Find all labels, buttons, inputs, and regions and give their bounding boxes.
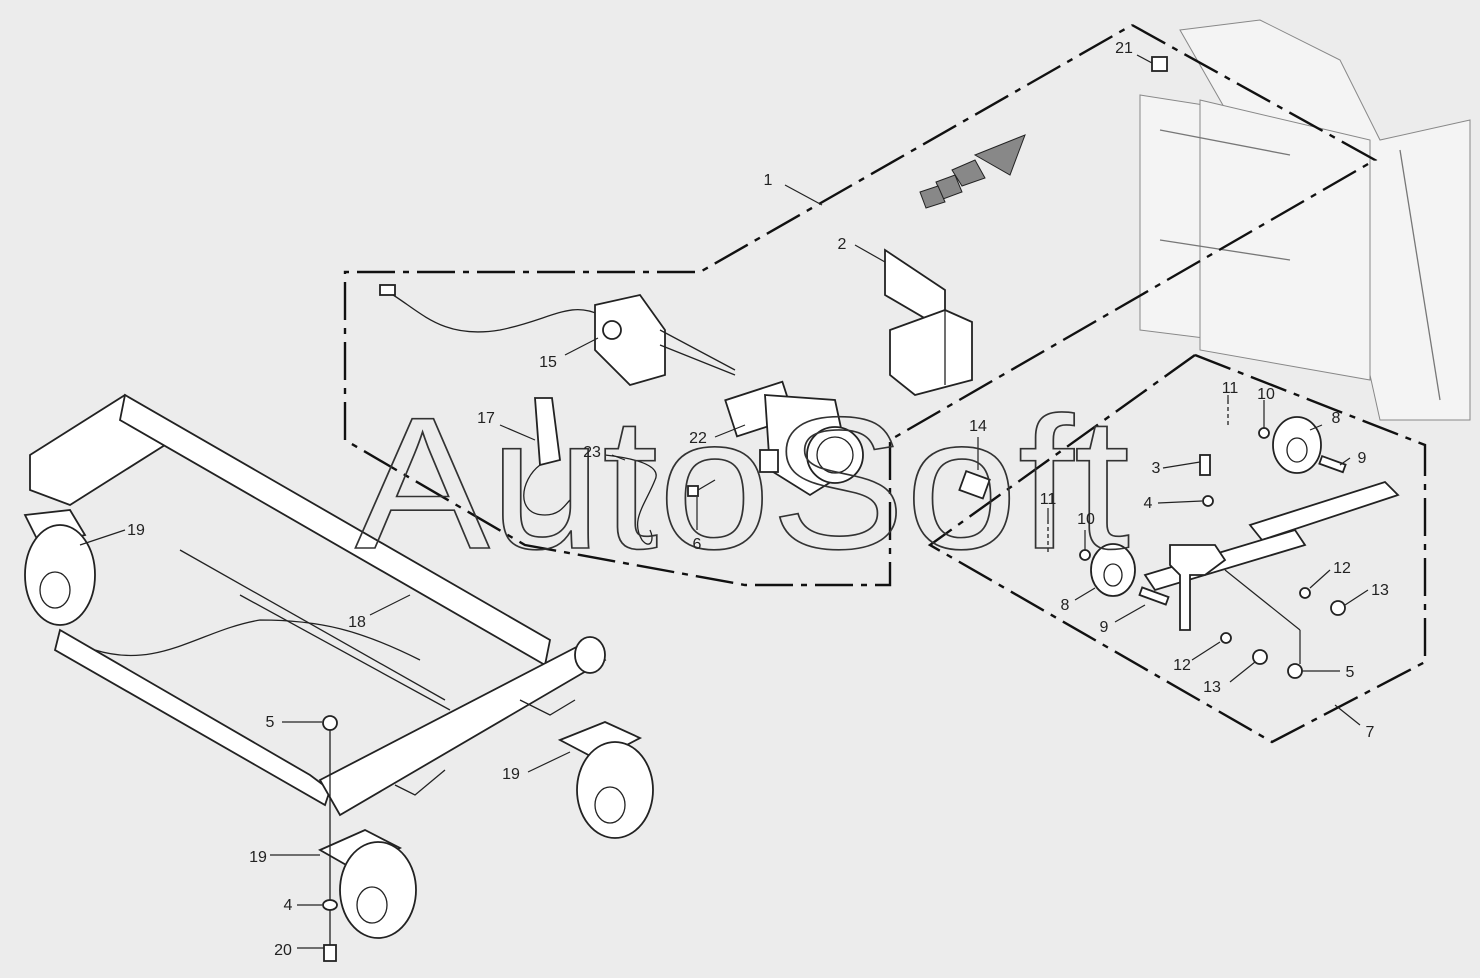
callout-label: 22 [689, 430, 707, 447]
callout-label: 6 [693, 536, 702, 553]
callout-label: 14 [969, 418, 987, 435]
callout-label: 10 [1077, 511, 1095, 528]
machine-frame-background [1139, 19, 1471, 421]
part-21-block [1151, 56, 1168, 72]
callout-label: 19 [502, 766, 520, 783]
part-14-switch [958, 470, 991, 500]
callout-labels: 1 2 3 4 4 5 5 6 7 8 8 9 9 10 10 11 11 12… [127, 40, 1389, 959]
part-18-cart-frame [29, 393, 607, 817]
callout-label: 4 [284, 897, 293, 914]
callout-label: 9 [1358, 450, 1367, 467]
part-19-caster-right [557, 721, 654, 839]
part-23-cable [604, 454, 657, 545]
callout-label: 17 [477, 410, 495, 427]
assembly-frame-1 [343, 23, 1378, 587]
part-19-caster-bottom [318, 829, 417, 939]
callout-label: 4 [1144, 495, 1153, 512]
callout-label: 19 [249, 849, 267, 866]
part-20-bolt [323, 944, 337, 962]
callout-label: 5 [266, 714, 275, 731]
callout-label: 20 [274, 942, 292, 959]
callout-label: 12 [1173, 657, 1191, 674]
callout-label: 13 [1203, 679, 1221, 696]
callout-label: 18 [348, 614, 366, 631]
callout-label: 9 [1100, 619, 1109, 636]
part-17-remote [523, 397, 571, 516]
part-15-control-box [379, 284, 736, 387]
callout-label: 23 [583, 444, 601, 461]
callout-label: 3 [1152, 460, 1161, 477]
leader-lines [79, 54, 1369, 949]
part-2-bracket [884, 248, 973, 396]
callout-label: 1 [764, 172, 773, 189]
callout-label: 21 [1115, 40, 1133, 57]
callout-label: 13 [1371, 582, 1389, 599]
callout-label: 19 [127, 522, 145, 539]
callout-label: 11 [1222, 380, 1239, 397]
callout-label: 7 [1366, 724, 1375, 741]
callout-label: 10 [1257, 386, 1275, 403]
callout-label: 5 [1346, 664, 1355, 681]
part-7-pulley-bar [1079, 416, 1400, 679]
callout-label: 15 [539, 354, 557, 371]
part-22-winch [724, 380, 864, 497]
callout-label: 8 [1332, 410, 1341, 427]
part-5-nut [322, 715, 338, 731]
assembly-frame-7 [927, 353, 1427, 744]
callout-label: 2 [838, 236, 847, 253]
callout-label: 8 [1061, 597, 1070, 614]
direction-arrow-icon [919, 134, 1026, 209]
callout-label: 11 [1040, 491, 1057, 508]
part-4-washer [322, 899, 338, 911]
part-6-bolt [687, 479, 716, 497]
part-19-caster-left [23, 509, 96, 626]
callout-label: 12 [1333, 560, 1351, 577]
watermark-text: AutoSoft [355, 378, 1130, 588]
